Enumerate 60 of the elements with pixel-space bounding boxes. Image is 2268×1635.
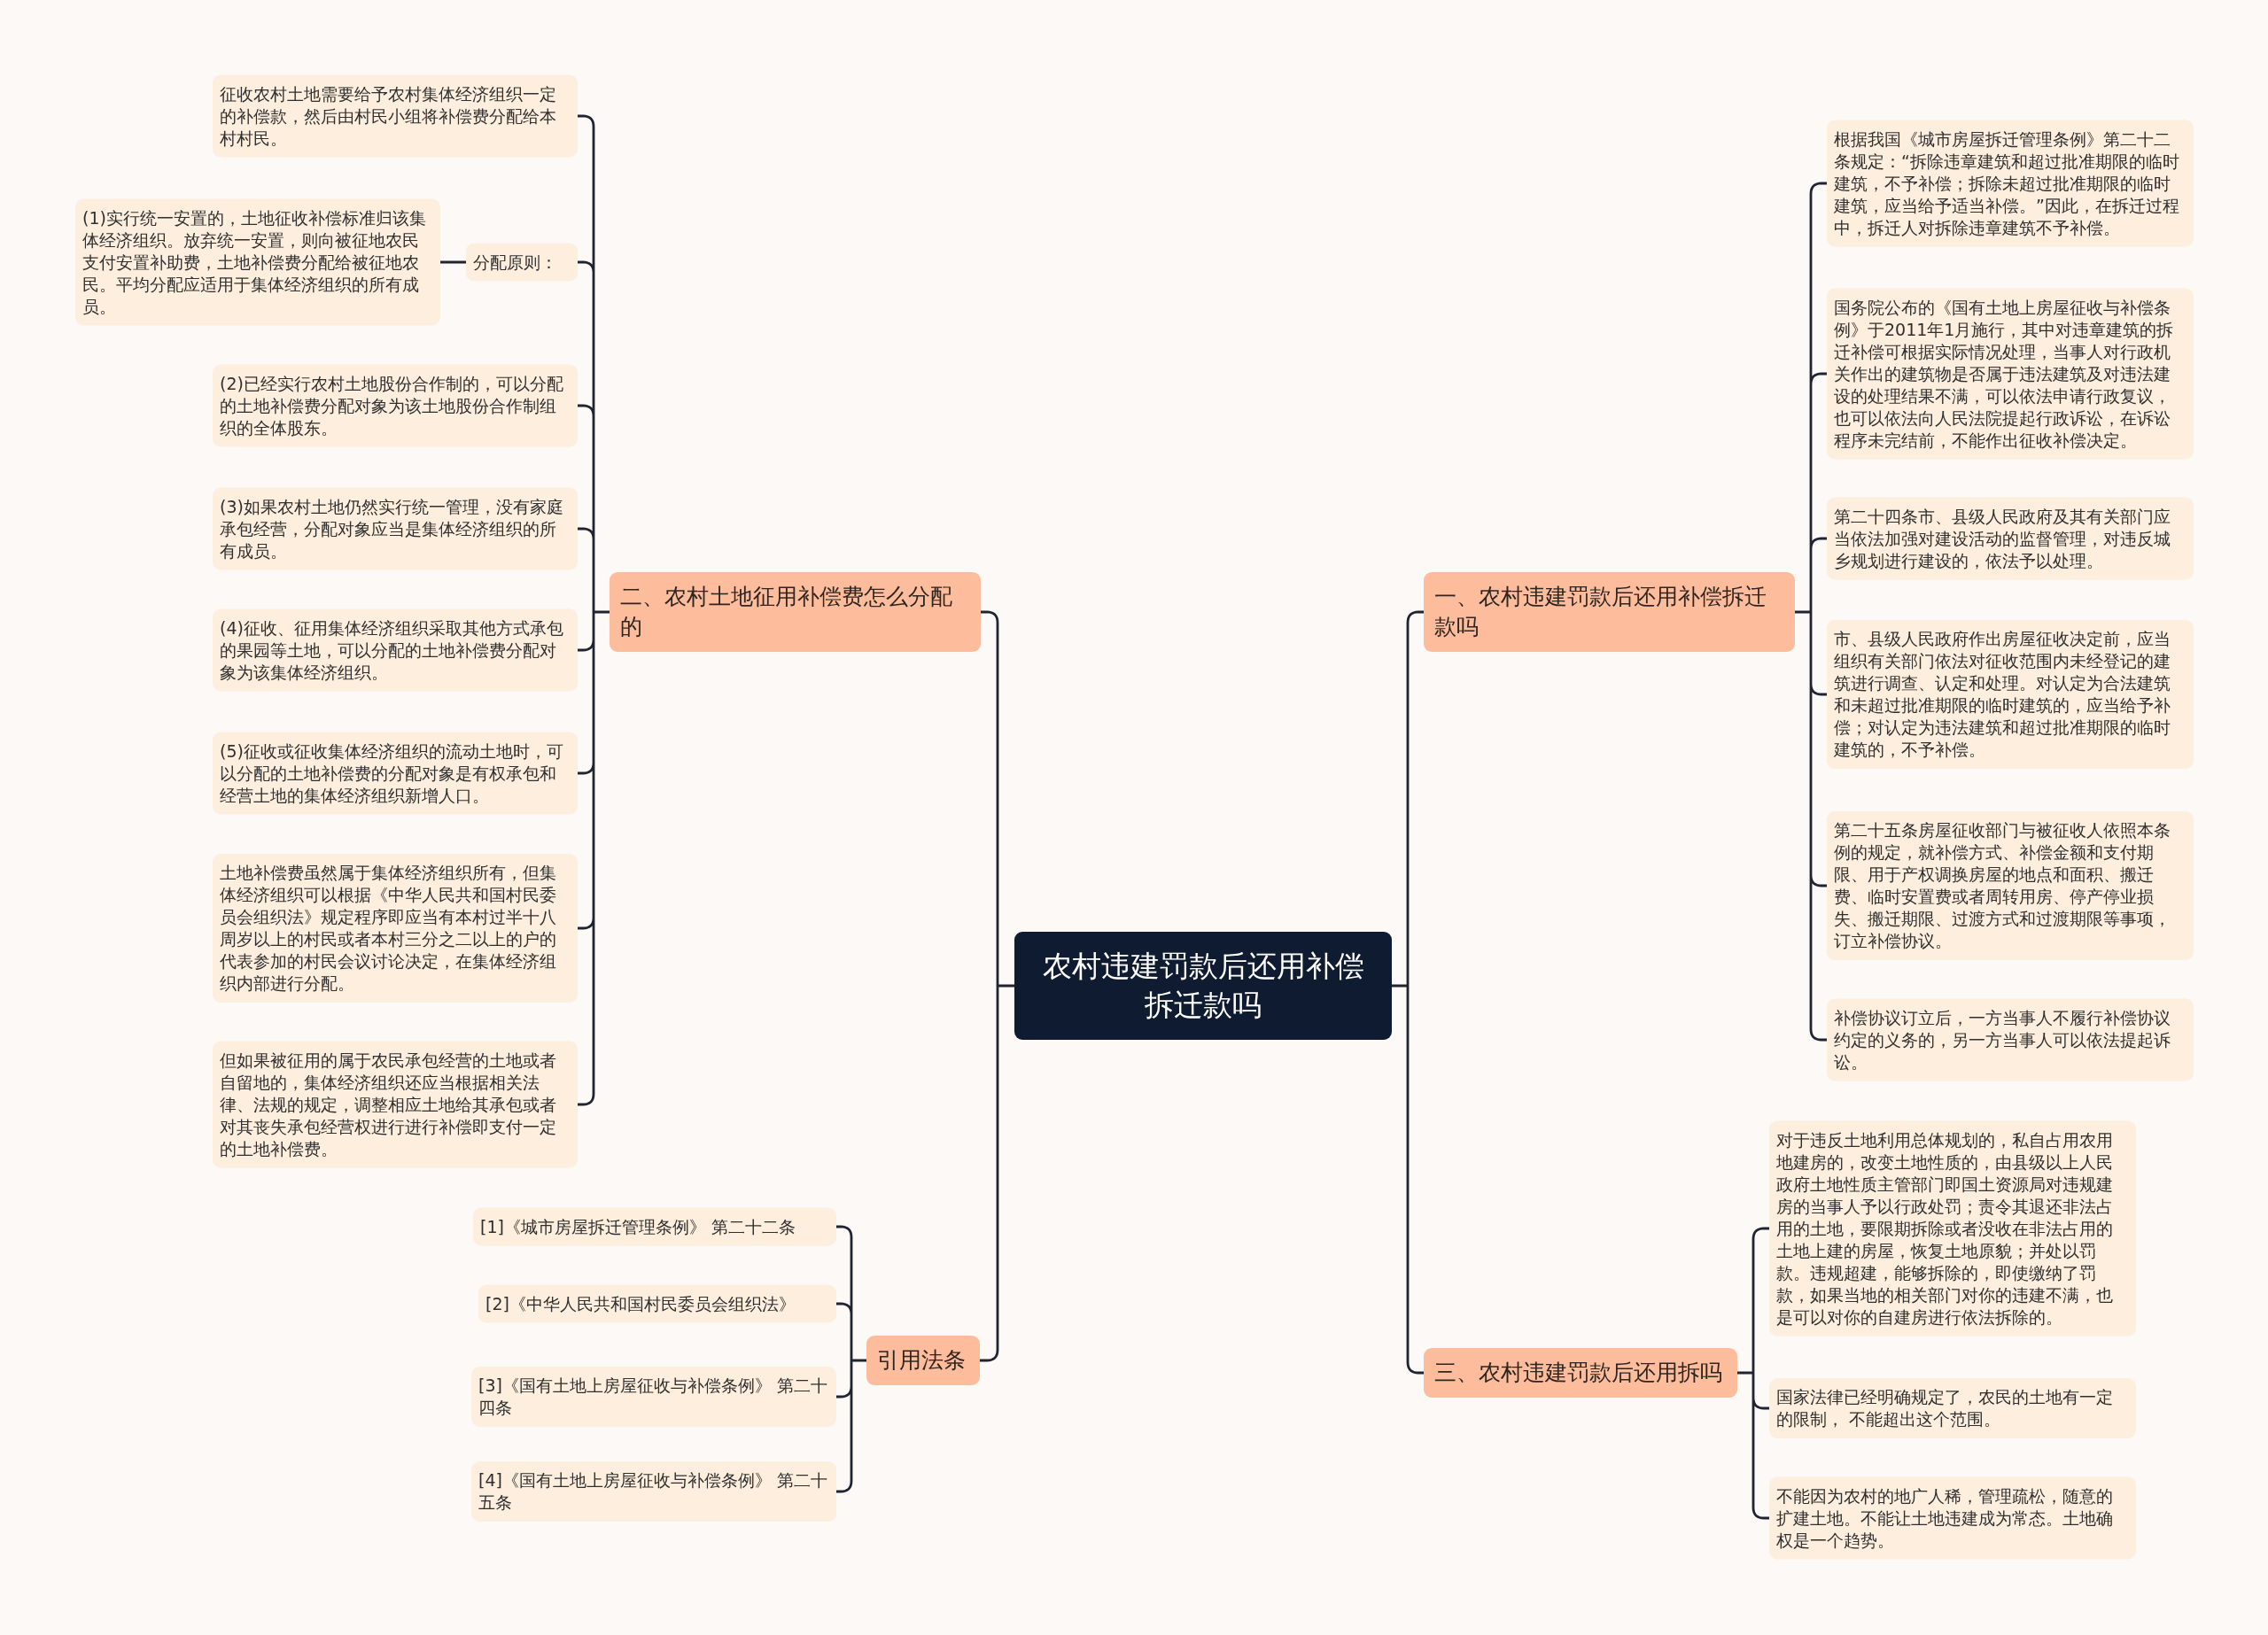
note-text: 国务院公布的《国有土地上房屋征收与补偿条例》于2011年1月施行，其中对违章建筑的拆迁补偿可根据实际情况处理，当事人对行政机关作出的建筑物是否属于违法建筑及对违法建设的处理结果不满，可以依法申请行政复议，也可以依法向人民法院提起行政诉讼，在诉讼程序未完结前，不能作出征收补偿决定。: [1834, 296, 2175, 452]
note-text: [3]《国有土地上房屋征收与补偿条例》 第二十四条: [478, 1375, 828, 1419]
branch-text: 二、农村土地征用补偿费怎么分配的: [620, 583, 953, 641]
note-card: [213, 487, 578, 570]
note-card: [213, 364, 578, 447]
note-text: (3)如果农村土地仍然实行统一管理，没有家庭承包经营，分配对象应当是集体经济组织的所有成员。: [220, 495, 564, 562]
connector-line: [978, 610, 1016, 1362]
note-card: [478, 1284, 836, 1323]
topic-text: 农村违建罚款后还用补偿拆迁款吗: [1041, 948, 1365, 1024]
branch-text: 三、农村违建罚款后还用拆吗: [1434, 1359, 1723, 1387]
note-card: [1827, 998, 2194, 1081]
note-text: [2]《中华人民共和国村民委员会组织法》: [485, 1292, 796, 1315]
branch-topic: [1424, 1348, 1737, 1398]
note-text: 征收农村土地需要给予农村集体经济组织一定的补偿款，然后由村民小组将补偿费分配给本村村民。: [220, 82, 557, 150]
note-card: [1827, 497, 2194, 580]
note-text: 不能因为农村的地广人稀，管理疏松，随意的扩建土地。不能让土地违建成为常态。土地确权是一个趋势。: [1776, 1484, 2114, 1552]
note-card: [473, 1207, 836, 1246]
note-card: [1827, 288, 2194, 460]
branch-topic: [610, 572, 981, 652]
connector-line: [576, 114, 611, 1106]
branch-topic: [1424, 572, 1795, 652]
note-card: [213, 854, 578, 1003]
note-text: (5)征收或征收集体经济组织的流动土地时，可以分配的土地补偿费的分配对象是有权承包和经营土地的集体经济组织新增人口。: [220, 740, 564, 807]
note-card: [75, 198, 440, 326]
note-text: (4)征收、征用集体经济组织采取其他方式承包的果园等土地，可以分配的土地补偿费分配对象为该集体经济组织。: [220, 616, 564, 684]
note-card: [1769, 1476, 2136, 1560]
connector-line: [439, 260, 468, 264]
note-card: [1827, 620, 2194, 769]
branch-topic: [866, 1336, 980, 1385]
note-text: 根据我国《城市房屋拆迁管理条例》第二十二条规定：“拆除违章建筑和超过批准期限的临时建筑，不予补偿；拆除未超过批准期限的临时建筑，应当给予适当补偿。”因此，在拆迁过程中，拆迁人对拆除违章建筑不予补偿。: [1834, 128, 2180, 239]
branch-text: 一、农村违建罚款后还用补偿拆迁款吗: [1434, 583, 1767, 641]
note-text: (2)已经实行农村土地股份合作制的，可以分配的土地补偿费分配对象为该土地股份合作制组织的全体股东。: [220, 372, 564, 439]
note-text: (1)实行统一安置的，土地征收补偿标准归该集体经济组织。放弃统一安置，则向被征地农民支付安置补助费，土地补偿费分配给被征地农民。平均分配应适用于集体经济组织的所有成员。: [82, 206, 427, 318]
connector-line: [1736, 1227, 1771, 1520]
note-card: [1827, 811, 2194, 960]
connector-line: [1793, 182, 1829, 1042]
branch-text: 引用法条: [877, 1346, 967, 1375]
note-card: [471, 1367, 836, 1427]
note-card: [213, 74, 578, 158]
note-text: 国家法律已经明确规定了，农民的土地有一定的限制， 不能超出这个范围。: [1776, 1386, 2114, 1430]
note-card: [213, 1041, 578, 1168]
note-text: 市、县级人民政府作出房屋征收决定前，应当组织有关部门依法对征收范围内未经登记的建筑进行调查、认定和处理。对认定为合法建筑和未超过批准期限的临时建筑的，应当给予补偿；对认定为违法建筑和超过批准期限的临时建筑的，不予补偿。: [1834, 628, 2171, 761]
note-card: [1769, 1378, 2136, 1438]
connector-line: [835, 1225, 868, 1493]
note-text: 对于违反土地利用总体规划的，私自占用农用地建房的，改变土地性质的，由县级以上人民政府土地性质主管部门即国土资源局对违规建房的当事人予以行政处罚；责令其退还非法占用的土地，要限期拆除或者没收在非法占用的土地上建的房屋，恢复土地原貌；并处以罚款。违规超建，能够拆除的，即使缴纳了罚款，如果当地的相关部门对你的违建不满，也是可以对你的自建房进行依法拆除的。: [1776, 1128, 2114, 1329]
note-card: [466, 243, 578, 282]
central-topic: [1014, 932, 1392, 1040]
note-card: [471, 1461, 836, 1522]
note-text: [4]《国有土地上房屋征收与补偿条例》 第二十五条: [478, 1469, 828, 1514]
note-text: 第二十四条市、县级人民政府及其有关部门应当依法加强对建设活动的监督管理，对违反城乡规划进行建设的，依法予以处理。: [1834, 505, 2171, 572]
note-card: [213, 732, 578, 815]
note-text: [1]《城市房屋拆迁管理条例》 第二十二条: [480, 1215, 796, 1238]
connector-line: [1390, 610, 1425, 1375]
note-text: 分配原则：: [473, 251, 558, 274]
note-text: 但如果被征用的属于农民承包经营的土地或者自留地的，集体经济组织还应当根据相关法律、法规的规定，调整相应土地给其承包或者对其丧失承包经营权进行进行补偿即支付一定的土地补偿费。: [220, 1049, 557, 1160]
note-text: 第二十五条房屋征收部门与被征收人依照本条例的规定，就补偿方式、补偿金额和支付期限、用于产权调换房屋的地点和面积、搬迁费、临时安置费或者周转用房、停产停业损失、搬迁期限、过渡方式和过渡期限等事项，订立补偿协议。: [1834, 819, 2171, 952]
note-text: 土地补偿费虽然属于集体经济组织所有，但集体经济组织可以根据《中华人民共和国村民委员会组织法》规定程序即应当有本村过半十八周岁以上的村民或者本村三分之二以上的户的代表参加的村民会议讨论决定，在集体经济组织内部进行分配。: [220, 862, 557, 995]
note-card: [1827, 120, 2194, 247]
note-card: [213, 608, 578, 692]
note-text: 补偿协议订立后，一方当事人不履行补偿协议约定的义务的，另一方当事人可以依法提起诉讼。: [1834, 1006, 2171, 1073]
